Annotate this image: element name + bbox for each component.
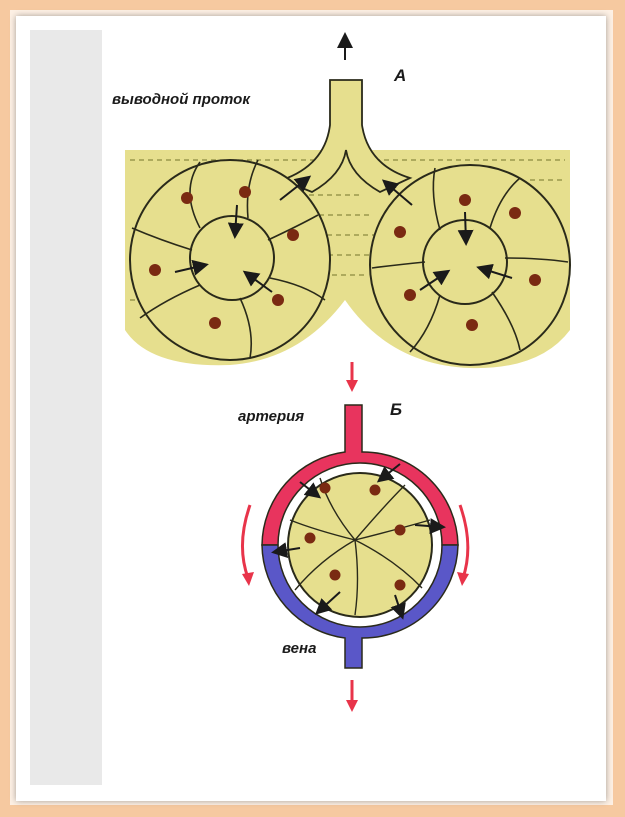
artery-label: артерия — [238, 408, 304, 425]
left-acinus — [130, 160, 330, 360]
vein-label: вена — [282, 640, 316, 657]
endocrine-cell-cluster — [288, 473, 432, 617]
panel-a-label: А — [394, 66, 406, 86]
panel-b-label: Б — [390, 400, 402, 420]
duct-label: выводной проток — [112, 91, 250, 108]
exocrine-gland-panel — [125, 36, 570, 368]
